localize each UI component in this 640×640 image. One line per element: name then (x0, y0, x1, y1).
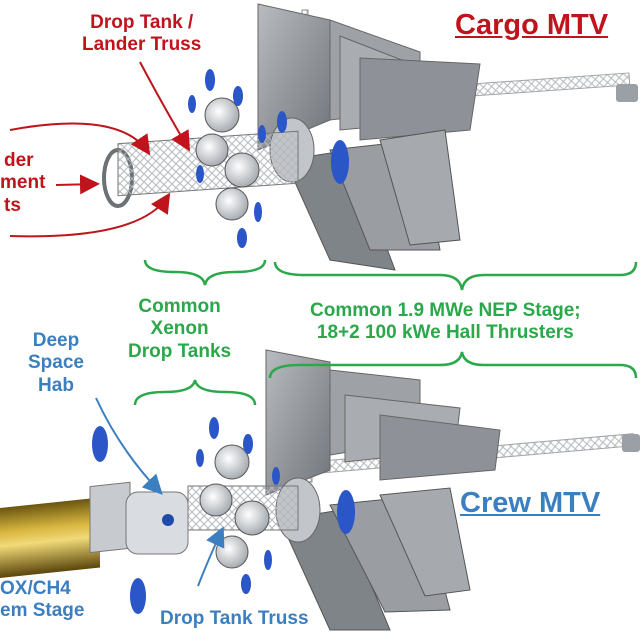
lander-strut-arrow (9, 122, 151, 156)
crew-mtv-title: Crew MTV (460, 487, 601, 519)
crew-thruster (130, 578, 146, 614)
crew-thruster (241, 574, 251, 594)
cargo-xenon-tank (215, 187, 249, 221)
lox-ch4-stage-label: OX/CH4 em Stage (0, 578, 85, 622)
common-nep-stage-label: Common 1.9 MWe NEP Stage; 18+2 100 kWe H… (310, 300, 581, 344)
cargo-thruster (331, 140, 349, 184)
crew-thruster (264, 550, 272, 570)
xenon-tanks-brace-bottom (133, 379, 257, 406)
crew-thruster (196, 449, 204, 467)
crew-xenon-tank (215, 535, 249, 569)
cargo-thruster (196, 165, 204, 183)
lander-element-struts-label: der ment ts (0, 150, 46, 216)
crew-boom-end (622, 434, 640, 452)
cargo-radiator-panel (379, 129, 461, 246)
cargo-xenon-tank (204, 97, 240, 133)
drop-tank-truss-label: Drop Tank Truss (160, 608, 309, 629)
xenon-tanks-brace-top (143, 259, 267, 286)
crew-thruster (337, 490, 355, 534)
drop-tank-lander-truss-label: Drop Tank / Lander Truss (82, 12, 202, 56)
lox-ch4-stage-adapter (89, 481, 131, 554)
cargo-boom-end (616, 84, 638, 102)
cargo-thruster (188, 95, 196, 113)
crew-thruster (272, 467, 280, 485)
crew-mtv-vehicle (0, 349, 640, 631)
cargo-thruster (254, 202, 262, 222)
cargo-xenon-tank (195, 133, 229, 167)
drop-tank-truss-arrow (197, 526, 225, 587)
crew-xenon-tank (234, 500, 270, 536)
common-xenon-drop-tanks-label: Common Xenon Drop Tanks (128, 296, 232, 362)
cargo-thruster (205, 69, 215, 91)
cargo-xenon-tank (224, 152, 260, 188)
crew-thruster (92, 426, 108, 462)
crew-xenon-tank (199, 483, 233, 517)
crew-thruster (243, 434, 253, 454)
cargo-thruster (258, 125, 266, 143)
lox-ch4-stage-body (0, 497, 100, 578)
deep-space-hab-arrow (95, 397, 163, 495)
cargo-mtv-title: Cargo MTV (455, 9, 609, 41)
cargo-thruster (237, 228, 247, 248)
lander-strut-arrow (55, 174, 100, 195)
lander-strut-arrow (9, 192, 171, 238)
cargo-mtv-vehicle (102, 3, 638, 271)
drop-tank-truss-arrow (139, 61, 191, 152)
deep-space-hab-module (125, 491, 189, 555)
nep-stage-brace-bottom (268, 351, 638, 379)
crew-xenon-tank (214, 444, 250, 480)
cargo-radiator-panel (359, 57, 481, 141)
crew-radiator-panel (379, 414, 501, 481)
crew-radiator-panel (265, 349, 331, 496)
cargo-thruster (233, 86, 243, 106)
cargo-thruster (277, 111, 287, 133)
crew-radiator-panel (379, 487, 471, 597)
crew-thruster (209, 417, 219, 439)
nasa-meatball-logo (162, 514, 174, 526)
deep-space-hab-label: Deep Space Hab (28, 330, 84, 396)
nep-stage-brace-top (273, 261, 638, 291)
